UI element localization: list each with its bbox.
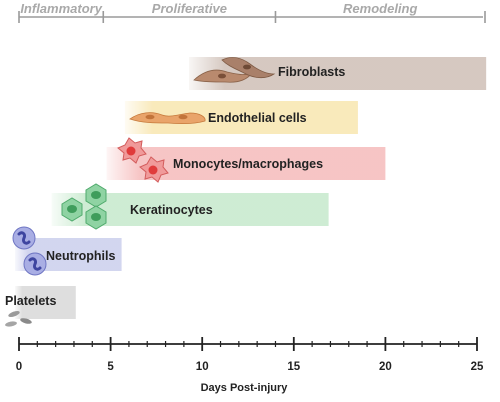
cell-bars	[15, 57, 487, 319]
axis-tick-label: 0	[16, 361, 22, 373]
days-axis: 0 5 10 15 20 25 Days Post-injury	[16, 337, 484, 394]
label-neutrophils: Neutrophils	[46, 249, 115, 263]
phase-label-proliferative: Proliferative	[152, 1, 227, 16]
label-fibroblasts: Fibroblasts	[278, 65, 345, 79]
label-endothelial-cells: Endothelial cells	[208, 111, 307, 125]
fibroblast-icon	[193, 57, 276, 83]
phase-header: Inflammatory Proliferative Remodeling	[18, 1, 486, 23]
axis-title: Days Post-injury	[201, 382, 289, 394]
platelet-icon	[5, 310, 32, 327]
phase-ticks	[18, 11, 486, 23]
cell-labels: Fibroblasts Endothelial cells Monocytes/…	[5, 65, 345, 308]
keratinocyte-icon	[61, 183, 107, 230]
axis-tick-labels: 0 5 10 15 20 25	[16, 361, 484, 373]
label-platelets: Platelets	[5, 294, 56, 308]
phase-label-remodeling: Remodeling	[343, 1, 417, 16]
axis-tick-label: 25	[471, 361, 484, 373]
neutrophil-icon	[12, 226, 47, 276]
axis-tick-label: 5	[107, 361, 114, 373]
axis-tick-label: 15	[287, 361, 300, 373]
bar-platelets	[15, 286, 76, 319]
label-monocytes-macrophages: Monocytes/macrophages	[173, 157, 323, 171]
phase-label-inflammatory: Inflammatory	[20, 1, 102, 16]
axis-tick-label: 20	[379, 361, 392, 373]
axis-ticks	[18, 337, 478, 351]
cell-icons	[5, 57, 276, 327]
label-keratinocytes: Keratinocytes	[130, 203, 213, 217]
axis-tick-label: 10	[196, 361, 209, 373]
macrophage-icon	[117, 137, 169, 183]
endothelial-cell-icon	[129, 112, 206, 124]
